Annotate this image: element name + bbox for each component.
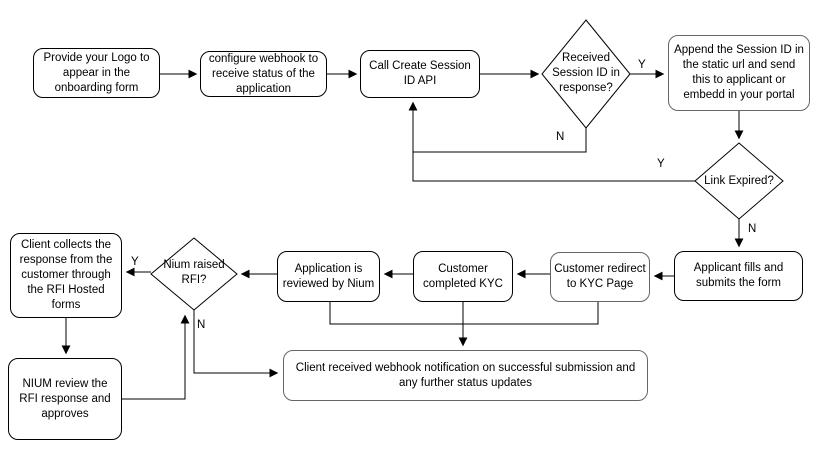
edge-bus-from-redirect (463, 302, 599, 325)
edge-label-link-expired-no: N (748, 223, 757, 235)
node-nium-review: NIUM review the RFI response and approve… (8, 358, 122, 440)
node-customer-redirect: Customer redirect to KYC Page (550, 252, 650, 302)
edge-label-rfi-yes: Y (131, 256, 139, 268)
decision-received-session-id-label: Received Session ID in response? (552, 52, 620, 94)
node-application-reviewed: Application is reviewed by Nium (277, 251, 380, 302)
edge-label-received-no: N (556, 131, 565, 143)
node-call-create-session: Call Create Session ID API (360, 50, 480, 98)
edge-bus-from-reviewed (329, 302, 463, 325)
edge-received-check-no-loop (408, 101, 587, 153)
edge-review-back-to-rfi-check (122, 314, 190, 400)
decision-link-expired-shape (694, 142, 784, 220)
edge-label-link-expired-yes: Y (657, 158, 665, 170)
decision-nium-raised-rfi-shape (150, 237, 238, 311)
node-webhook-notification: Client received webhook notification on … (283, 350, 648, 401)
node-configure-webhook: configure webhook to receive status of t… (200, 51, 327, 97)
node-customer-completed-kyc: Customer completed KYC (413, 251, 513, 302)
edge-rfi-check-no-to-webhook-box (193, 310, 279, 378)
node-applicant-fills: Applicant fills and submits the form (674, 251, 803, 301)
decision-link-expired-label: Link Expired? (704, 174, 774, 187)
edge-label-received-yes: Y (638, 59, 646, 71)
decision-nium-raised-rfi-label: Nium raised RFI? (163, 259, 225, 286)
edge-label-rfi-no: N (197, 319, 206, 331)
node-client-collects: Client collects the response from the cu… (10, 233, 122, 318)
node-append-session-id: Append the Session ID in the static url … (668, 35, 810, 111)
decision-received-session-id-shape (541, 19, 631, 129)
edge-link-expired-yes-loop (412, 152, 695, 182)
node-provide-logo: Provide your Logo to appear in the onboa… (33, 48, 160, 98)
